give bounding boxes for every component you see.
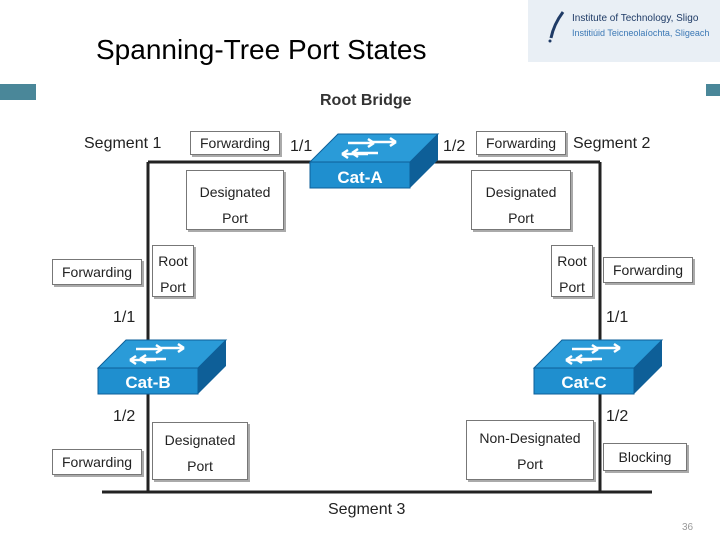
cat-b-port-1-1-state: Forwarding: [52, 259, 142, 285]
switch-cat-b: [96, 339, 228, 395]
cat-c-port-1-2: 1/2: [606, 408, 629, 425]
cat-b-label: Cat-B: [125, 373, 171, 392]
accent-bar-right: [706, 84, 720, 96]
cat-c-label: Cat-C: [561, 373, 607, 392]
cat-a-label: Cat-A: [337, 168, 383, 187]
cat-a-port-1-1: 1/1: [290, 138, 313, 155]
switch-cat-a: [308, 133, 440, 189]
root-bridge-label: Root Bridge: [320, 92, 412, 109]
accent-bar-left: [0, 84, 36, 100]
cat-c-port-1-1-state: Forwarding: [603, 257, 693, 283]
logo-text-irish: Institiúid Teicneolaíochta, Sligeach: [572, 28, 710, 38]
cat-c-port-1-1: 1/1: [606, 309, 629, 326]
cat-b-port-1-2-state: Forwarding: [52, 449, 142, 475]
segment-1-label: Segment 1: [84, 135, 162, 152]
cat-a-port-1-2-state: Forwarding: [476, 131, 566, 155]
institute-logo-icon: [548, 11, 565, 43]
cat-b-port-1-2: 1/2: [113, 408, 136, 425]
cat-c-port-1-2-state: Blocking: [603, 443, 687, 471]
segment-3-label: Segment 3: [328, 501, 406, 518]
cat-a-port-1-2: 1/2: [443, 138, 466, 155]
switch-cat-c: [532, 339, 664, 395]
logo-text-english: Institute of Technology, Sligo: [572, 13, 699, 24]
logo-panel: [528, 0, 720, 62]
cat-a-port-1-1-state: Forwarding: [190, 131, 280, 155]
page-title: Spanning-Tree Port States: [96, 34, 427, 65]
segment-2-label: Segment 2: [573, 135, 651, 152]
page-number: 36: [682, 522, 694, 533]
cat-b-port-1-1: 1/1: [113, 309, 136, 326]
